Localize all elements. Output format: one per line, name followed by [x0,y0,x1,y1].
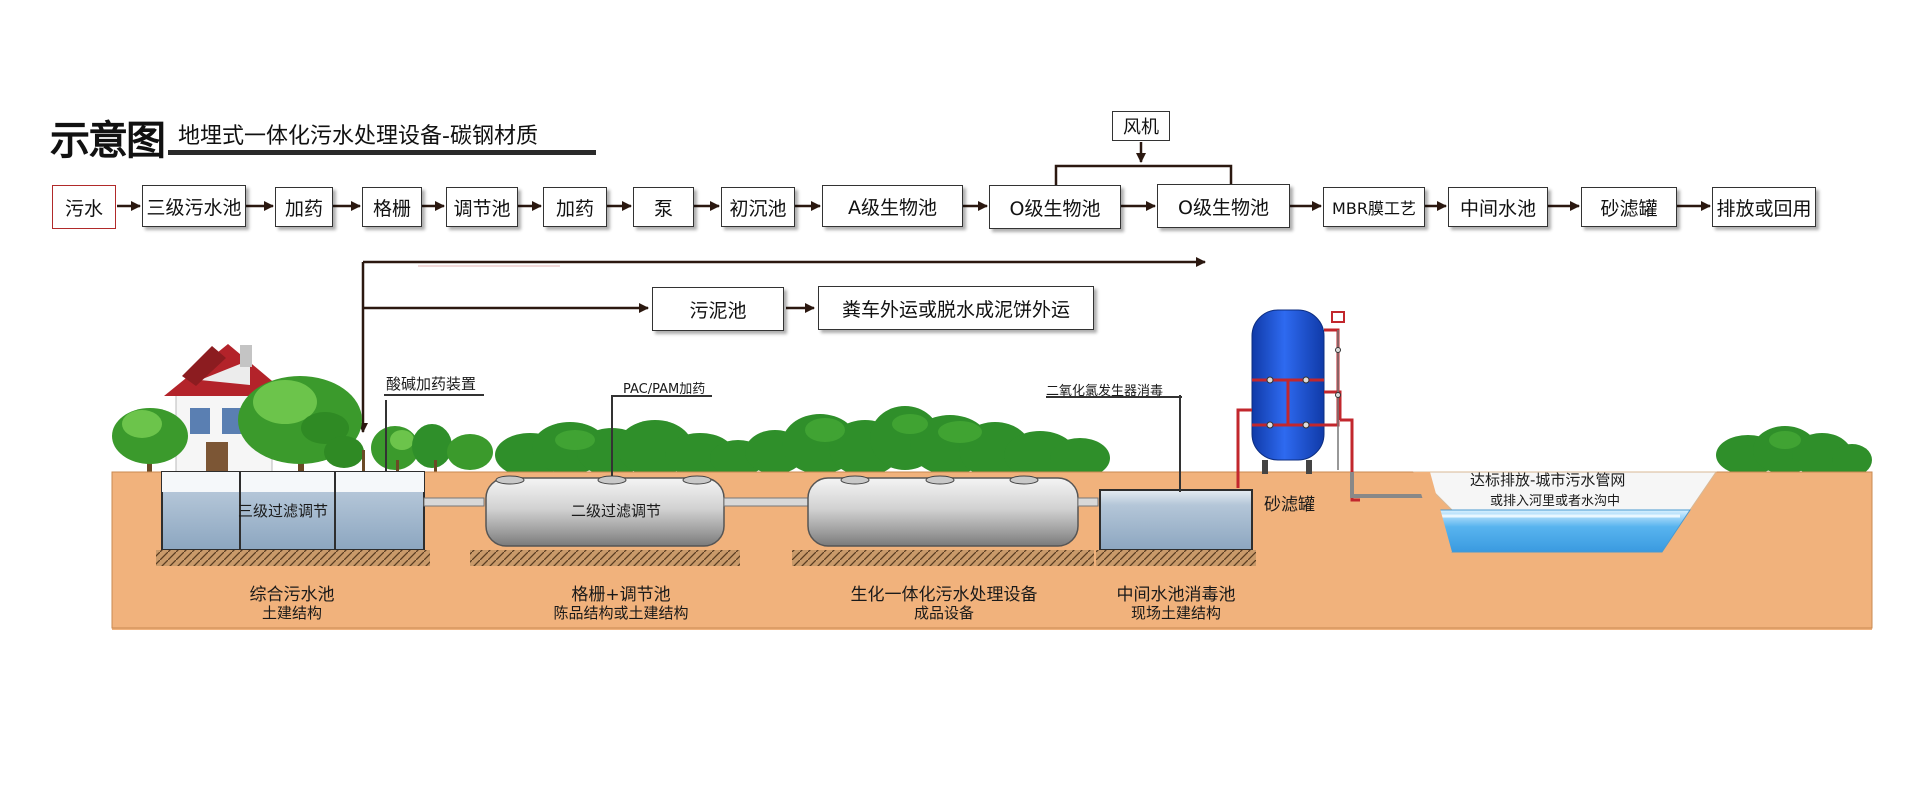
outfall-sub-label: 或排入河里或者水沟中 [1490,494,1621,509]
flow-a-tank-box: A级生物池 [822,185,963,227]
flow-dosing-box-2: 加药 [543,187,607,227]
acid-base-dosing-rule [384,394,484,396]
sand-filter-scene-label: 砂滤罐 [1264,495,1315,515]
acid-base-dosing-label: 酸碱加药装置 [386,375,477,393]
trees-left [112,376,493,475]
fan-split-line [1054,164,1233,186]
unit2-subtitle: 陈品结构或土建结构 [553,604,689,622]
flow-primary-settling-box: 初沉池 [721,187,795,227]
pac-pam-dosing-rule [612,395,712,397]
pac-pam-dosing-label: PAC/PAM加药 [623,382,706,397]
unit4-title: 中间水池消毒池 [1116,585,1236,605]
flow-mbr-box: MBR膜工艺 [1323,187,1425,227]
flow-sewage-box: 污水 [52,185,116,229]
unit3-title: 生化一体化污水处理设备 [850,585,1038,605]
diagram-title: 示意图 [50,117,166,164]
house-illustration [164,344,290,475]
flow-screen-box: 格栅 [362,187,422,227]
unit3-subtitle: 成品设备 [913,604,975,622]
fan-box: 风机 [1112,111,1170,141]
bushes-background [495,406,1872,479]
diagram-subtitle: 地埋式一体化污水处理设备-碳钢材质 [178,124,538,149]
flow-equalization-box: 调节池 [446,187,518,227]
sludge-disposal-box: 粪车外运或脱水成泥饼外运 [818,286,1094,330]
flow-o-tank-box-2: O级生物池 [1157,184,1290,228]
tank2-inner-label: 二级过滤调节 [571,502,662,520]
title-underline [168,150,596,155]
chlorine-dioxide-rule [1046,396,1182,398]
flow-pump-box: 泵 [633,187,694,227]
chlorine-dioxide-label: 二氧化氯发生器消毒 [1046,384,1164,399]
flow-sand-filter-box: 砂滤罐 [1581,187,1677,227]
unit4-subtitle: 现场土建结构 [1130,604,1222,622]
flow-intermediate-tank-box: 中间水池 [1448,187,1548,227]
unit2-title: 格栅+调节池 [571,585,671,605]
flow-septic-tank-box: 三级污水池 [142,185,246,227]
outfall-title-label: 达标排放-城市污水管网 [1470,471,1626,489]
flow-discharge-box: 排放或回用 [1712,187,1816,227]
tank1-inner-label: 三级过滤调节 [238,502,329,520]
sludge-tank-box: 污泥池 [652,287,784,331]
flow-dosing-box-1: 加药 [275,187,333,227]
unit1-subtitle: 土建结构 [261,604,323,622]
flow-o-tank-box-1: O级生物池 [989,185,1121,229]
unit1-title: 综合污水池 [249,585,335,605]
